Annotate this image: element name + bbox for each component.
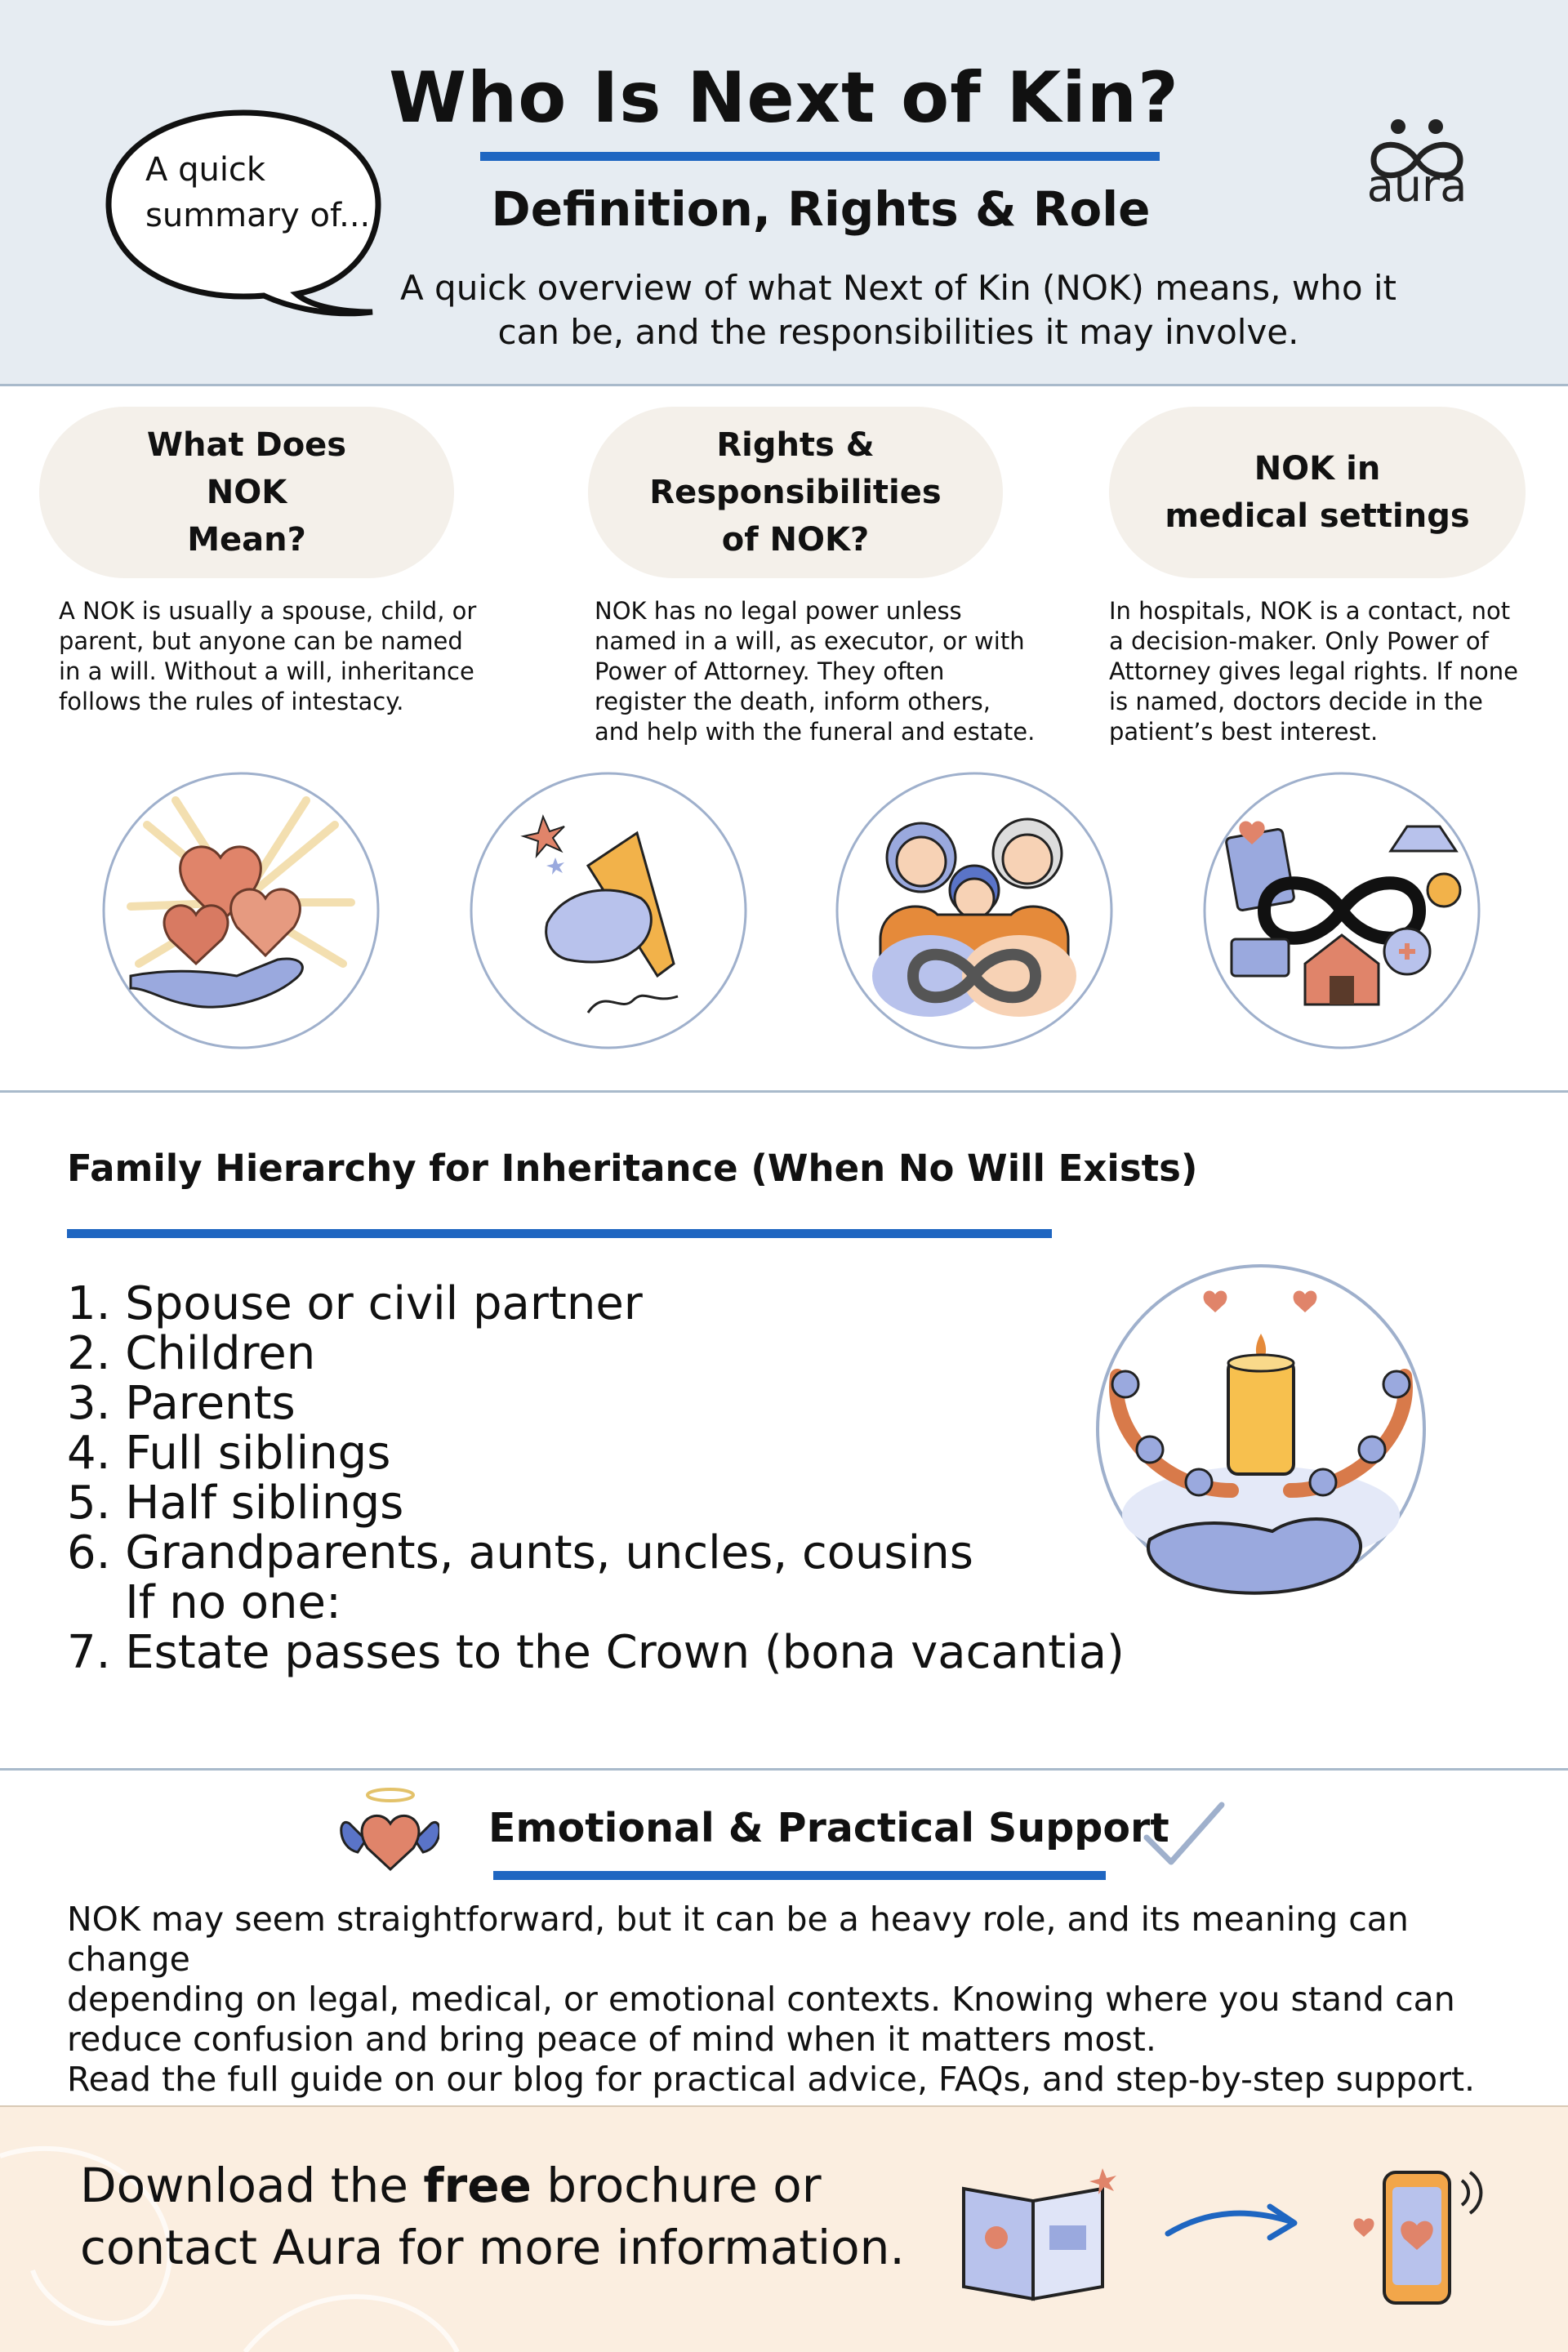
text-line: and help with the funeral and estate. — [595, 718, 1036, 746]
hearts-in-hands-icon — [102, 772, 380, 1049]
column-text-medical: In hospitals, NOK is a contact, not a de… — [1109, 596, 1550, 747]
text-line: NOK has no legal power unless — [595, 597, 962, 625]
intro-line-1: A quick overview of what Next of Kin (NO… — [399, 268, 1397, 308]
list-item: 2. Children — [67, 1327, 316, 1380]
support-underline — [493, 1871, 1106, 1880]
text-line: in a will. Without a will, inheritance — [59, 657, 474, 685]
pill-line: Mean? — [187, 521, 306, 559]
text-line: Attorney gives legal rights. If none — [1109, 657, 1518, 685]
pill-line: What Does — [146, 426, 347, 464]
logo-wordmark: aura — [1366, 160, 1468, 212]
footer-cta-text: Download the free brochure or contact Au… — [80, 2154, 905, 2278]
text-line: parent, but anyone can be named — [59, 627, 463, 655]
text-line: Read the full guide on our blog for prac… — [67, 2060, 1476, 2099]
candle-wreath-hands-icon — [1096, 1264, 1426, 1595]
pill-line: NOK — [206, 474, 287, 511]
page-subtitle: Definition, Rights & Role — [491, 181, 1151, 237]
hierarchy-list: 1. Spouse or civil partner 2. Children 3… — [67, 1279, 1125, 1677]
footer-line1-before: Download the — [80, 2158, 424, 2213]
footer-line1-after: brochure or — [531, 2158, 822, 2213]
intro-line-2: can be, and the responsibilities it may … — [497, 312, 1299, 352]
text-line: follows the rules of intestacy. — [59, 688, 404, 715]
list-item: 3. Parents — [67, 1377, 296, 1430]
footer-banner — [0, 2107, 1568, 2352]
checkmark-icon — [1143, 1802, 1225, 1865]
speech-bubble-text: A quick summary of... — [145, 147, 370, 238]
footer-line-2: contact Aura for more information. — [80, 2220, 905, 2275]
text-line: register the death, inform others, — [595, 688, 991, 715]
text-line: reduce confusion and bring peace of mind… — [67, 2020, 1156, 2059]
pill-line: NOK in — [1254, 450, 1381, 488]
text-line: patient’s best interest. — [1109, 718, 1379, 746]
pill-line: medical settings — [1165, 497, 1470, 535]
text-line: Power of Attorney. They often — [595, 657, 945, 685]
pill-nok-medical: NOK in medical settings — [1109, 407, 1526, 578]
list-item: 5. Half siblings — [67, 1477, 404, 1530]
phone-icon — [1353, 2171, 1483, 2305]
text-line: depending on legal, medical, or emotiona… — [67, 1980, 1455, 2019]
column-text-rights: NOK has no legal power unless named in a… — [595, 596, 1085, 747]
bubble-line-1: A quick — [145, 151, 266, 189]
winged-heart-icon — [340, 1788, 439, 1872]
bubble-line-2: summary of... — [145, 197, 371, 234]
text-line: In hospitals, NOK is a contact, not — [1109, 597, 1511, 625]
support-title: Emotional & Practical Support — [488, 1805, 1169, 1851]
column-text-meaning: A NOK is usually a spouse, child, or par… — [59, 596, 483, 717]
hierarchy-title: Family Hierarchy for Inheritance (When N… — [67, 1147, 1198, 1190]
intro-text: A quick overview of what Next of Kin (NO… — [359, 266, 1437, 354]
pill-what-does-nok-mean: What Does NOK Mean? — [39, 407, 454, 578]
list-item: If no one: — [67, 1576, 341, 1629]
section-divider — [0, 1090, 1568, 1093]
list-item: 4. Full siblings — [67, 1427, 391, 1480]
pill-line: of NOK? — [721, 521, 870, 559]
aura-logo-icon — [1370, 119, 1463, 179]
footer-line1-bold: free — [423, 2158, 532, 2213]
text-line: NOK may seem straightforward, but it can… — [67, 1900, 1409, 1979]
text-line: is named, doctors decide in the — [1109, 688, 1483, 715]
footer-divider — [0, 2105, 1568, 2108]
title-underline — [480, 152, 1160, 161]
brochure-icon — [962, 2168, 1116, 2301]
section-divider — [0, 1768, 1568, 1771]
text-line: named in a will, as executor, or with — [595, 627, 1025, 655]
pill-line: Responsibilities — [649, 474, 942, 511]
footer-line-1: Download the free brochure or — [80, 2154, 905, 2216]
pill-rights-responsibilities: Rights & Responsibilities of NOK? — [588, 407, 1003, 578]
header-divider — [0, 384, 1568, 386]
infinity-assets-icon — [1203, 772, 1481, 1049]
arrow-right-icon — [1165, 2203, 1298, 2241]
speech-bubble-icon — [105, 109, 381, 317]
list-item: 1. Spouse or civil partner — [67, 1277, 643, 1330]
hierarchy-underline — [67, 1229, 1052, 1238]
family-infinity-icon — [835, 772, 1113, 1049]
list-item: 7. Estate passes to the Crown (bona vaca… — [67, 1626, 1125, 1679]
pill-line: Rights & — [716, 426, 875, 464]
text-line: A NOK is usually a spouse, child, or — [59, 597, 477, 625]
support-text: NOK may seem straightforward, but it can… — [67, 1900, 1537, 2100]
hand-signing-icon — [470, 772, 747, 1049]
footer-swirl-decoration — [0, 2145, 460, 2352]
list-item: 6. Grandparents, aunts, uncles, cousins — [67, 1526, 973, 1579]
page-title: Who Is Next of Kin? — [389, 57, 1179, 139]
text-line: a decision-maker. Only Power of — [1109, 627, 1489, 655]
